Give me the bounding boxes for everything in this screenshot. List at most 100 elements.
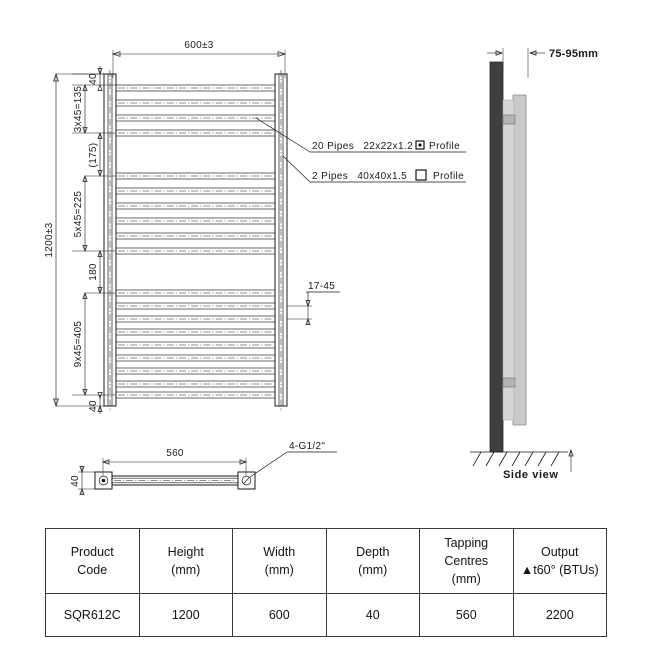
note-20-pipes: 20 Pipes 22x22x1.2 Profile <box>255 117 466 153</box>
dim-group-bottom-value: 9x45=405 <box>73 321 84 368</box>
dim-gap-lower-value: 180 <box>88 263 99 281</box>
header-tapping-l3: (mm) <box>451 572 481 587</box>
header-tapping-l2: Centres <box>444 553 489 568</box>
rung <box>115 232 276 240</box>
note-2-pipes-size: 40x40x1.5 <box>357 171 407 182</box>
note-20-pipes-size: 22x22x1.2 <box>363 141 413 152</box>
header-depth-l2: (mm) <box>358 563 388 577</box>
side-bracket-upper <box>502 114 516 125</box>
header-output-l1: Output <box>540 544 579 559</box>
rung-group-bottom <box>115 289 276 399</box>
spec-table-container: Product Code Height (mm) Width (mm) Dept… <box>45 528 607 637</box>
dim-gap-upper: (175) <box>85 132 116 177</box>
side-wall-bar <box>489 61 504 453</box>
plan-tube-body <box>112 475 238 486</box>
cell-product-code: SQR612C <box>45 593 140 637</box>
dim-overall-width: 600±3 <box>184 40 213 51</box>
rung <box>115 354 276 362</box>
rung <box>115 289 276 297</box>
note-2-pipes: 2 Pipes 40x40x1.5 Profile <box>282 155 466 183</box>
square-profile-icon-core <box>418 143 422 147</box>
header-height: Height (mm) <box>138 528 233 594</box>
note-20-pipes-profile: Profile <box>429 141 460 152</box>
dim-bottom-margin: 40 <box>88 392 103 414</box>
dim-rung-gap: 17-45 <box>287 281 340 325</box>
spec-table-data-row: SQR612C 1200 600 40 560 2200 <box>45 593 607 637</box>
plan-left-block <box>94 471 113 490</box>
side-view-label: Side view <box>503 469 559 481</box>
left-post <box>103 70 117 412</box>
callout-tapping: 4-G1/2" <box>249 441 337 478</box>
header-depth: Depth (mm) <box>325 528 420 594</box>
floor-arrow <box>568 448 574 472</box>
dim-group-top-value: 3x45=135 <box>73 86 84 133</box>
side-radiator-inner <box>502 99 515 421</box>
plan-right-block <box>237 471 256 490</box>
square-profile-icon <box>415 140 425 150</box>
rung <box>115 217 276 225</box>
callout-tapping-text: 4-G1/2" <box>289 441 325 452</box>
rung <box>115 247 276 255</box>
width-dimension-600: 600±3 <box>111 40 287 78</box>
rung <box>115 391 276 399</box>
cell-output: 2200 <box>512 593 607 637</box>
rung <box>115 380 276 388</box>
dim-overall-height: 1200±3 <box>44 222 55 257</box>
rung <box>115 302 276 310</box>
rung <box>115 328 276 336</box>
rung <box>115 129 276 137</box>
rung <box>115 84 276 92</box>
ground-line <box>470 451 568 467</box>
rung <box>115 315 276 323</box>
dim-top-margin-value: 40 <box>88 73 99 85</box>
header-product-code: Product Code <box>45 528 140 594</box>
note-20-pipes-count: 20 Pipes <box>312 141 354 152</box>
header-output-l2: ▲t60° (BTUs) <box>520 563 599 577</box>
note-2-pipes-count: 2 Pipes <box>312 171 348 182</box>
dim-depth-value: 40 <box>70 475 81 487</box>
dim-depth-40: 40 <box>70 466 95 495</box>
header-tapping-centres: Tapping Centres (mm) <box>419 528 514 594</box>
rung <box>115 202 276 210</box>
header-width-l2: (mm) <box>264 563 294 577</box>
header-height-l2: (mm) <box>171 563 201 577</box>
rung-group-middle <box>115 172 276 255</box>
header-height-l1: Height <box>167 544 204 559</box>
rung <box>115 99 276 107</box>
rung <box>115 187 276 195</box>
plan-view: 560 40 <box>70 441 337 495</box>
header-tapping-l1: Tapping <box>444 535 489 550</box>
header-width-l1: Width <box>263 544 296 559</box>
rung <box>115 367 276 375</box>
header-width: Width (mm) <box>232 528 327 594</box>
note-2-pipes-text: 2 Pipes 40x40x1.5 <box>312 171 407 182</box>
dim-group-top: 3x45=135 <box>72 84 116 134</box>
dim-group-middle: 5x45=225 <box>72 175 116 252</box>
side-bracket-lower <box>502 377 516 388</box>
header-product-code-l2: Code <box>77 563 108 577</box>
cell-tapping-centres: 560 <box>419 593 514 637</box>
dim-projection: 75-95mm <box>487 48 598 78</box>
side-view: 75-95mm Side view <box>470 48 598 481</box>
dim-group-bottom: 9x45=405 <box>72 292 116 396</box>
dim-tapping-centres-value: 560 <box>166 448 184 459</box>
spec-table: Product Code Height (mm) Width (mm) Dept… <box>45 528 607 637</box>
rung <box>115 172 276 180</box>
header-product-code-l1: Product <box>70 544 114 559</box>
dim-projection-value: 75-95mm <box>549 48 598 60</box>
right-post <box>274 70 288 412</box>
square-profile-icon <box>415 169 427 181</box>
dim-top-margin: 40 <box>72 66 116 91</box>
dim-bottom-margin-value: 40 <box>88 400 99 412</box>
rung <box>115 341 276 349</box>
note-2-pipes-profile: Profile <box>433 171 464 182</box>
cell-depth: 40 <box>325 593 420 637</box>
header-output: Output ▲t60° (BTUs) <box>512 528 607 594</box>
note-20-pipes-text: 20 Pipes 22x22x1.2 <box>312 141 413 152</box>
dim-gap-upper-value: (175) <box>88 143 99 168</box>
rung <box>115 114 276 122</box>
dim-gap-lower: 180 <box>85 250 116 294</box>
front-view: 600±3 <box>44 40 466 414</box>
dim-tapping-centres-560: 560 <box>101 448 248 476</box>
